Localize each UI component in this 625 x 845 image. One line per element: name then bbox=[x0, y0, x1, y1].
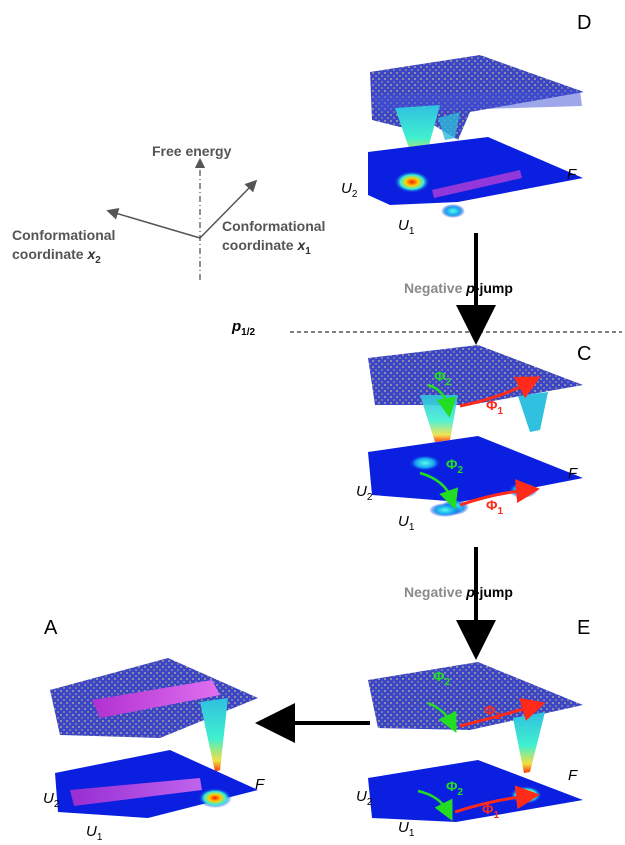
E-surface bbox=[368, 662, 583, 730]
x1-axis bbox=[199, 179, 258, 239]
C-surface bbox=[368, 345, 583, 405]
A-label-F: F bbox=[255, 776, 265, 793]
x1-axis-label: Conformational coordinate x1 bbox=[222, 218, 326, 257]
C-label-U2: U2 bbox=[356, 483, 373, 503]
D-funnel bbox=[395, 105, 440, 165]
E-phi1-label-bottom: Φ1 bbox=[482, 801, 500, 821]
panel-label-C: C bbox=[577, 343, 592, 365]
E-floor bbox=[368, 760, 583, 822]
jump-label-1: Negative p-jump bbox=[404, 280, 513, 296]
A-label-U1: U1 bbox=[86, 823, 103, 843]
D-label-U1: U1 bbox=[398, 217, 415, 237]
C-phi1-label-top: Φ1 bbox=[486, 397, 504, 417]
A-valley bbox=[92, 680, 220, 718]
E-funnel bbox=[513, 712, 545, 773]
D-label-F: F bbox=[567, 166, 577, 183]
A-funnel bbox=[200, 698, 228, 772]
C-phi2-label-bottom: Φ2 bbox=[446, 456, 464, 476]
panel-D-landscape bbox=[368, 55, 584, 218]
D-label-U2: U2 bbox=[341, 180, 358, 200]
C-floor bbox=[368, 436, 583, 502]
A-label-U2: U2 bbox=[43, 790, 60, 810]
x2-axis-label: Conformational coordinate x2 bbox=[12, 227, 116, 266]
C-phi1-arrow-top bbox=[459, 376, 541, 408]
panel-label-A: A bbox=[44, 617, 58, 639]
C-phi2-arrow-top bbox=[427, 383, 457, 418]
C-phi1-label-bottom: Φ1 bbox=[486, 497, 504, 517]
axes-diagram bbox=[106, 157, 258, 280]
E-label-U1: U1 bbox=[398, 819, 415, 839]
E-phi2-label-top: Φ2 bbox=[433, 668, 451, 688]
E-label-U2: U2 bbox=[356, 788, 373, 808]
panel-label-E: E bbox=[577, 617, 591, 639]
E-label-F: F bbox=[568, 767, 578, 784]
panel-E-landscape bbox=[368, 662, 583, 822]
panel-A-landscape bbox=[50, 658, 258, 818]
p-half-label: p1/2 bbox=[232, 318, 256, 338]
jump-label-2: Negative p-jump bbox=[404, 584, 513, 600]
free-energy-label: Free energy bbox=[152, 143, 232, 159]
C-label-U1: U1 bbox=[398, 513, 415, 533]
C-phi2-arrow-bottom bbox=[419, 471, 459, 510]
D-floor bbox=[368, 137, 583, 205]
C-phi1-arrow-bottom bbox=[459, 479, 540, 507]
E-phi1-label-top: Φ1 bbox=[484, 702, 502, 722]
panel-C-landscape bbox=[368, 345, 583, 517]
panel-label-D: D bbox=[577, 12, 592, 34]
E-phi2-label-bottom: Φ2 bbox=[446, 778, 464, 798]
x2-axis bbox=[106, 207, 201, 239]
C-phi2-label-top: Φ2 bbox=[434, 368, 452, 388]
C-label-F: F bbox=[568, 465, 578, 482]
